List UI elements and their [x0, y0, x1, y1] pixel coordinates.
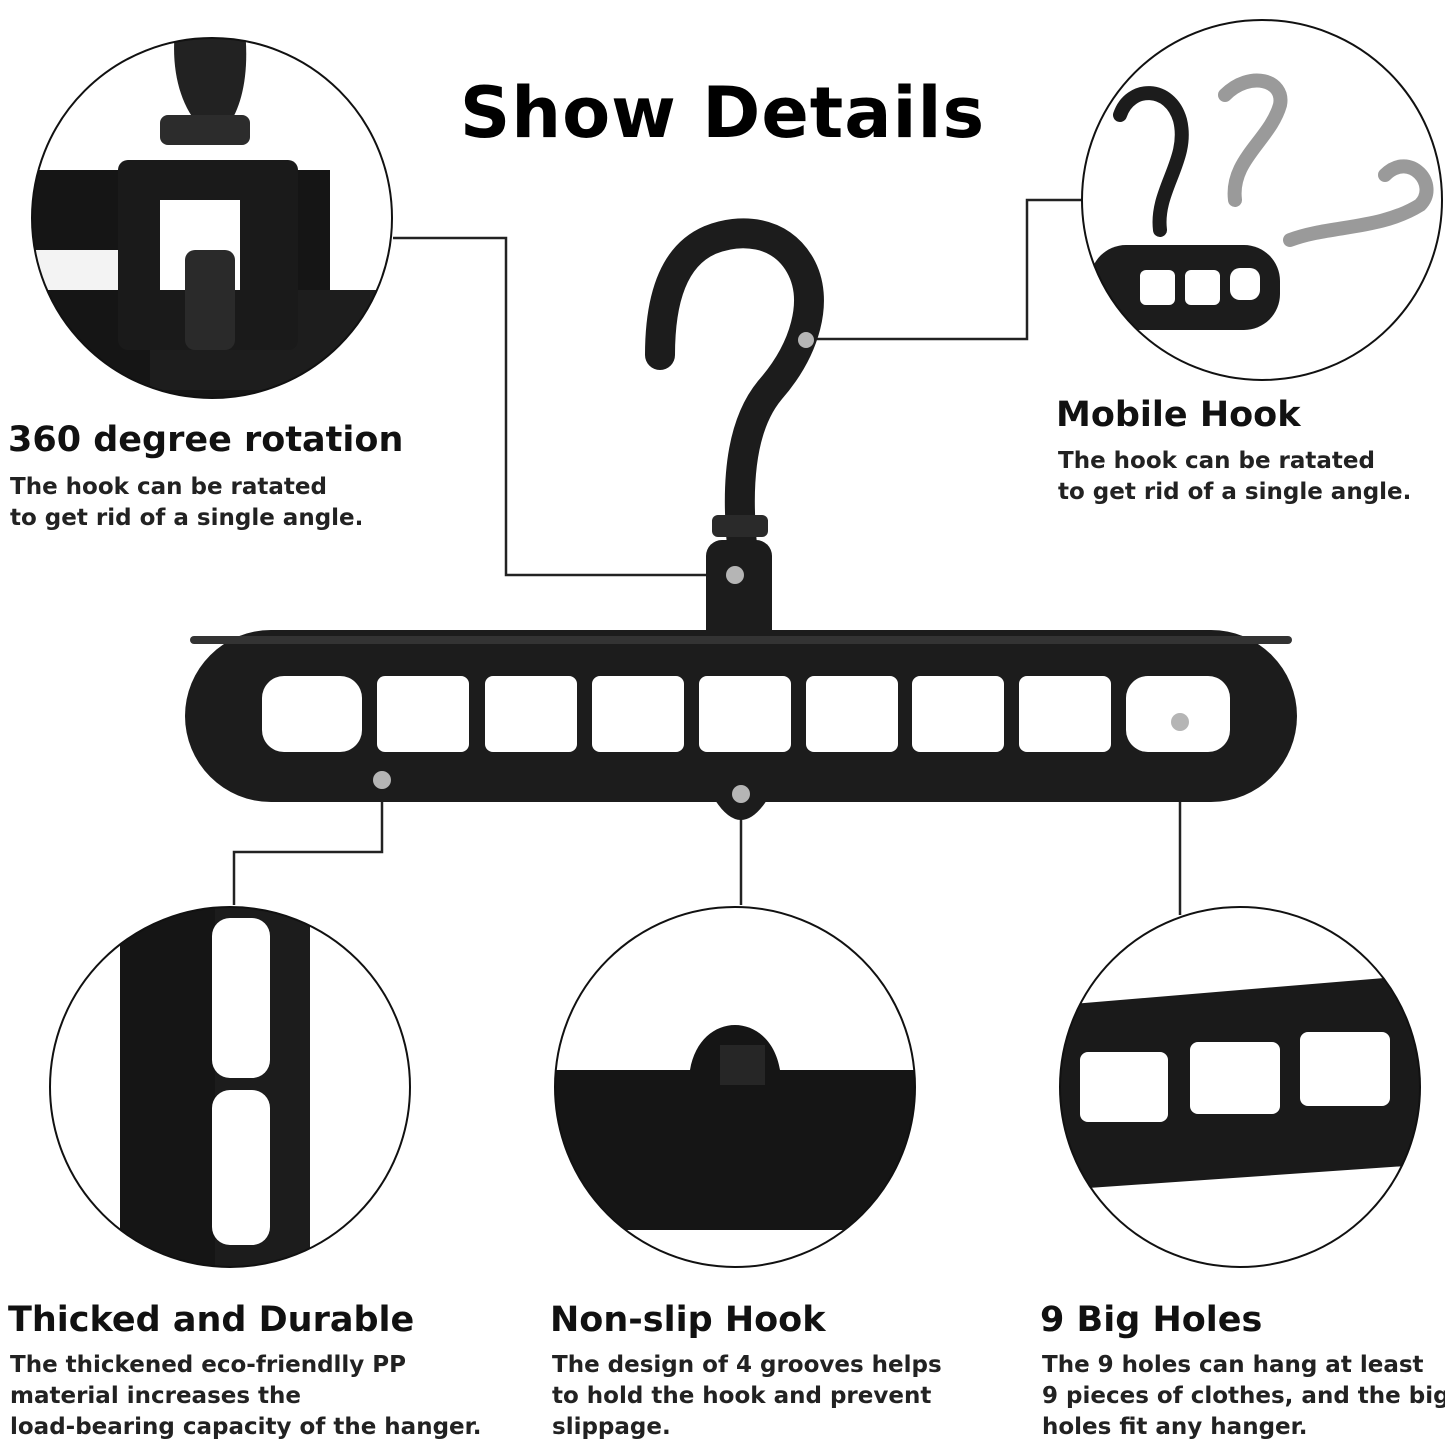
rotation-heading: 360 degree rotation: [8, 420, 404, 460]
detail-circle-durable: [49, 906, 411, 1268]
durable-description: The thickened eco-friendlly PP material …: [10, 1350, 481, 1443]
rotation-description: The hook can be ratated to get rid of a …: [10, 472, 363, 534]
mobile-hook-desc-line: The hook can be ratated: [1058, 448, 1375, 474]
holes-description: The 9 holes can hang at least 9 pieces o…: [1042, 1350, 1445, 1443]
page-title: Show Details: [459, 72, 986, 154]
non-slip-desc-line: slippage.: [552, 1414, 671, 1440]
detail-circle-non-slip: [554, 906, 916, 1268]
callout-dots: [373, 332, 1189, 803]
rotation-desc-line: The hook can be ratated: [10, 474, 327, 500]
rotation-desc-line: to get rid of a single angle.: [10, 505, 364, 531]
non-slip-heading: Non-slip Hook: [550, 1300, 826, 1340]
main-hanger-bar: [185, 630, 1297, 820]
mobile-hook-description: The hook can be ratated to get rid of a …: [1058, 446, 1411, 508]
main-hanger-hook: [645, 218, 824, 660]
detail-circle-rotation: [31, 37, 393, 399]
holes-desc-line: holes fit any hanger.: [1042, 1414, 1308, 1440]
holes-heading: 9 Big Holes: [1040, 1300, 1263, 1340]
durable-desc-line: material increases the: [10, 1383, 302, 1409]
detail-circle-holes: [1059, 906, 1421, 1268]
durable-desc-line: The thickened eco-friendlly PP: [10, 1352, 407, 1378]
holes-desc-line: The 9 holes can hang at least: [1042, 1352, 1424, 1378]
holes-desc-line: 9 pieces of clothes, and the big: [1042, 1383, 1445, 1409]
non-slip-desc-line: to hold the hook and prevent: [552, 1383, 932, 1409]
non-slip-description: The design of 4 grooves helps to hold th…: [552, 1350, 942, 1443]
durable-desc-line: load-bearing capacity of the hanger.: [10, 1414, 482, 1440]
non-slip-desc-line: The design of 4 grooves helps: [552, 1352, 942, 1378]
detail-circle-mobile-hook: [1081, 19, 1443, 381]
mobile-hook-desc-line: to get rid of a single angle.: [1058, 479, 1412, 505]
hanger-holes: [262, 676, 1230, 752]
durable-heading: Thicked and Durable: [8, 1300, 415, 1340]
mobile-hook-heading: Mobile Hook: [1056, 395, 1301, 435]
